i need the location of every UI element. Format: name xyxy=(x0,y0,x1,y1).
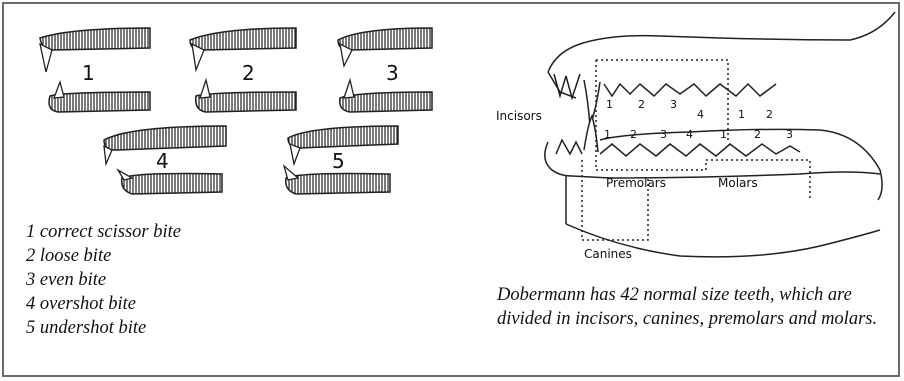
legend-item: 5 undershot bite xyxy=(26,316,181,340)
bite-number-5: 5 xyxy=(332,149,345,173)
lower-molar-number-1: 1 xyxy=(720,128,727,141)
bite-number-2: 2 xyxy=(242,61,255,85)
lower-premolar-number-2: 2 xyxy=(630,128,637,141)
bite-number-4: 4 xyxy=(156,149,169,173)
lower-molar-number-3: 3 xyxy=(786,128,793,141)
upper-premolar-number-3: 3 xyxy=(670,98,677,111)
bite-diagram-3: 3 xyxy=(338,28,432,112)
legend-item: 4 overshot bite xyxy=(26,292,181,316)
incisors-label: Incisors xyxy=(496,109,542,123)
lower-premolar-number-1: 1 xyxy=(604,128,611,141)
teeth-caption: Dobermann has 42 normal size teeth, whic… xyxy=(497,283,892,331)
bite-number-1: 1 xyxy=(82,61,95,85)
lower-premolar-number-3: 3 xyxy=(660,128,667,141)
legend-item: 1 correct scissor bite xyxy=(26,220,181,244)
upper-premolar-number-2: 2 xyxy=(638,98,645,111)
premolars-label: Premolars xyxy=(606,176,666,190)
lower-molar-number-2: 2 xyxy=(754,128,761,141)
legend-item: 3 even bite xyxy=(26,268,181,292)
upper-premolar-number-4: 4 xyxy=(697,108,704,121)
bite-type-legend: 1 correct scissor bite 2 loose bite 3 ev… xyxy=(26,220,181,340)
molars-label: Molars xyxy=(718,176,758,190)
canines-label: Canines xyxy=(584,247,632,261)
bite-diagram-1: 1 xyxy=(40,28,150,112)
lower-premolar-number-4: 4 xyxy=(686,128,693,141)
bite-diagram-2: 2 xyxy=(190,28,296,112)
upper-molar-number-1: 1 xyxy=(738,108,745,121)
upper-premolar-number-1: 1 xyxy=(606,98,613,111)
bite-diagram-5: 5 xyxy=(284,126,398,194)
bite-number-3: 3 xyxy=(386,61,399,85)
upper-molar-number-2: 2 xyxy=(766,108,773,121)
legend-item: 2 loose bite xyxy=(26,244,181,268)
bite-diagram-4: 4 xyxy=(104,126,226,194)
